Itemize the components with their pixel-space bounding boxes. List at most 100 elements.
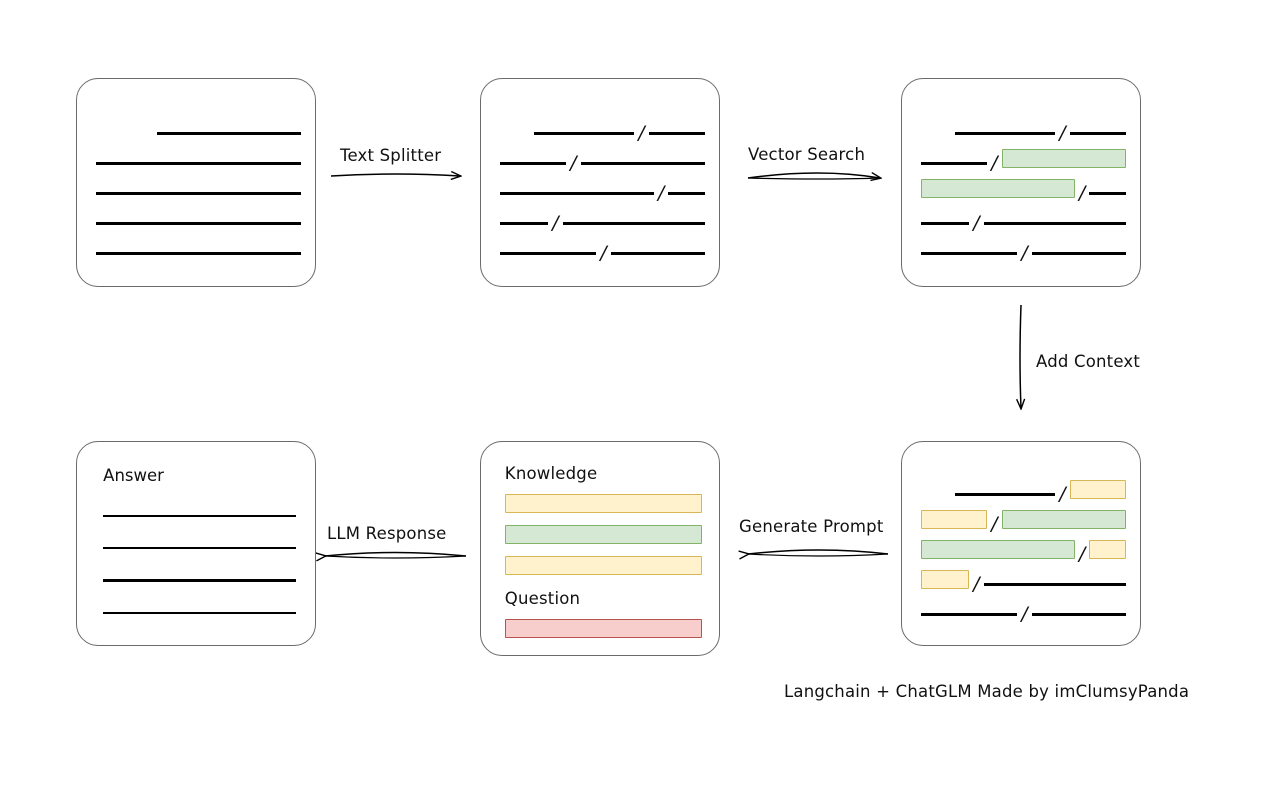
text-row: / <box>500 168 705 204</box>
text-segment <box>500 222 549 225</box>
highlight-matched-chunk <box>921 539 1075 559</box>
text-segment <box>921 252 1018 255</box>
arrow-add-context <box>1020 304 1021 408</box>
text-row: / <box>500 228 705 264</box>
split-chunks-lines: ///// <box>500 79 705 286</box>
segment-indent <box>921 132 955 134</box>
arrow-label-text-splitter: Text Splitter <box>340 146 442 165</box>
segment-indent <box>96 132 157 134</box>
text-segment <box>580 162 705 165</box>
arrow-label-generate-prompt: Generate Prompt <box>739 517 884 536</box>
chunk-separator-slash: / <box>552 211 559 234</box>
text-row: / <box>921 499 1126 535</box>
text-segment <box>500 252 597 255</box>
chunk-separator-slash: / <box>973 572 980 595</box>
arrow-llm-response <box>325 551 467 559</box>
source-document-box[interactable] <box>76 78 316 287</box>
chunk-separator-slash: / <box>638 121 645 144</box>
knowledge-bar-yellow <box>504 494 703 513</box>
answer-text-line <box>103 547 296 550</box>
text-segment <box>500 192 654 195</box>
text-row: / <box>921 228 1126 264</box>
text-row: / <box>921 589 1126 625</box>
knowledge-label: Knowledge <box>504 464 598 483</box>
chunk-separator-slash: / <box>1021 602 1028 625</box>
knowledge-bar-green <box>504 525 703 544</box>
text-segment <box>562 222 705 225</box>
highlight-matched-chunk <box>1001 509 1126 529</box>
text-row <box>96 168 301 198</box>
vector-matched-chunks-box[interactable]: / / / / / <box>901 78 1141 287</box>
diagram-caption: Langchain + ChatGLM Made by imClumsyPand… <box>784 682 1190 701</box>
vector-matched-chunks-lines: / / / / / <box>921 79 1126 286</box>
question-label: Question <box>504 589 581 608</box>
text-segment <box>983 222 1126 225</box>
text-segment <box>1069 132 1126 135</box>
text-segment <box>921 613 1018 616</box>
text-segment <box>1089 192 1126 195</box>
highlight-context-chunk <box>1069 479 1126 499</box>
split-chunks-box[interactable]: ///// <box>480 78 720 287</box>
text-row: / <box>921 168 1126 204</box>
arrow-text-splitter <box>330 174 460 176</box>
text-row: / <box>500 108 705 144</box>
text-segment <box>983 583 1126 586</box>
text-row <box>96 228 301 258</box>
source-document-lines <box>96 79 301 286</box>
text-segment <box>96 222 301 225</box>
text-row: / <box>921 108 1126 144</box>
text-segment <box>610 252 705 255</box>
answer-box[interactable]: Answer <box>76 441 316 646</box>
answer-text-line <box>103 515 296 518</box>
text-segment <box>96 192 301 195</box>
text-row: / <box>921 559 1126 595</box>
text-row <box>96 138 301 168</box>
arrow-generate-prompt <box>748 549 889 556</box>
text-segment <box>1031 252 1126 255</box>
chunk-separator-slash: / <box>991 151 998 174</box>
chunk-separator-slash: / <box>1078 181 1086 204</box>
text-segment <box>921 162 988 165</box>
text-row <box>96 108 301 138</box>
text-segment <box>96 162 301 165</box>
question-bars <box>504 619 703 638</box>
text-row: / <box>921 138 1126 174</box>
text-row: / <box>500 138 705 172</box>
chunk-separator-slash: / <box>1021 241 1028 264</box>
answer-text-line <box>103 611 296 614</box>
knowledge-bar-yellow <box>504 556 703 575</box>
highlight-context-chunk <box>921 569 970 589</box>
text-row: / <box>921 198 1126 234</box>
text-segment <box>96 252 301 255</box>
highlight-context-chunk <box>921 509 988 529</box>
text-row <box>96 198 301 228</box>
text-segment <box>500 162 567 165</box>
question-bar-red <box>504 619 703 638</box>
answer-lines <box>103 515 296 614</box>
chunk-separator-slash: / <box>600 241 607 264</box>
chunk-separator-slash: / <box>991 512 998 535</box>
segment-indent <box>921 493 955 495</box>
text-segment <box>1031 613 1126 616</box>
generated-prompt-box[interactable]: Knowledge Question <box>480 441 720 656</box>
highlight-context-chunk <box>1089 539 1126 559</box>
knowledge-bars <box>504 494 703 575</box>
chunk-separator-slash: / <box>973 211 980 234</box>
context-added-chunks-box[interactable]: ///// <box>901 441 1141 646</box>
text-row: / <box>500 198 705 234</box>
context-added-chunks-lines: ///// <box>921 442 1126 645</box>
text-segment <box>648 132 705 135</box>
answer-text-line <box>103 579 296 582</box>
segment-indent <box>500 132 534 134</box>
text-segment <box>668 192 705 195</box>
text-row: / <box>921 529 1126 563</box>
text-segment <box>157 132 301 135</box>
arrow-label-add-context: Add Context <box>1036 352 1141 371</box>
text-segment <box>921 222 970 225</box>
text-row: / <box>921 469 1126 505</box>
chunk-separator-slash: / <box>657 181 665 204</box>
arrow-label-vector-search: Vector Search <box>748 145 866 164</box>
chunk-separator-slash: / <box>1059 121 1066 144</box>
chunk-separator-slash: / <box>1059 482 1066 505</box>
